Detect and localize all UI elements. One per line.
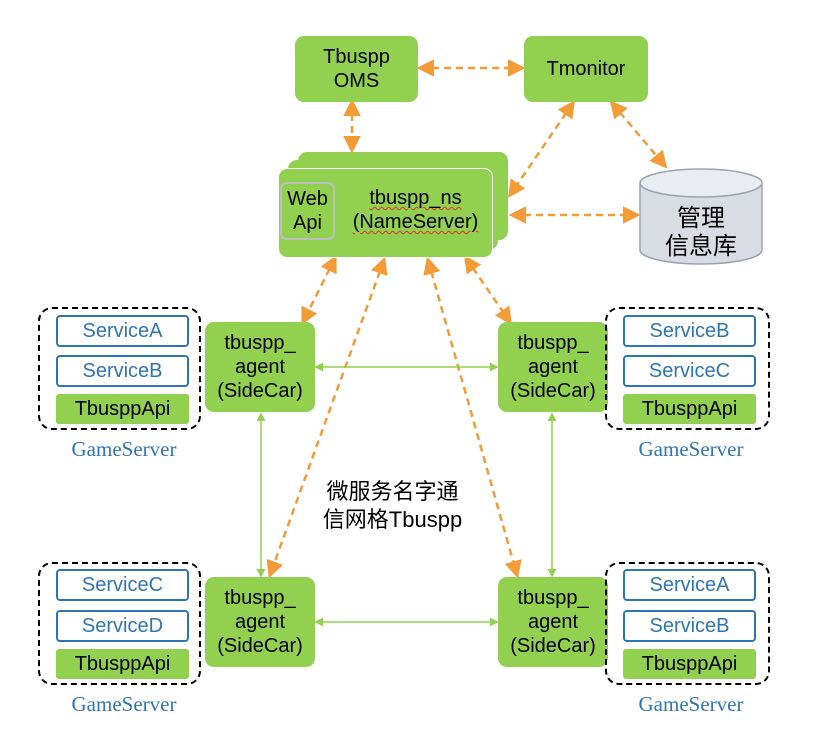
gameserver-label: GameServer: [638, 692, 744, 716]
nameserver-line1: tbuspp_ns: [369, 187, 462, 209]
agent-node-bottom-left: tbuspp_ agent (SideCar): [205, 577, 315, 667]
nameserver-line2: (NameServer): [352, 211, 479, 233]
agent-line2: agent: [527, 356, 579, 378]
database-cylinder-icon: [639, 168, 763, 265]
gameserver-group-bottom-left: [38, 562, 201, 685]
service-box: ServiceA: [623, 569, 756, 601]
service-box: ServiceA: [56, 315, 189, 347]
tbuspp-api-box: TbusppApi: [56, 649, 189, 679]
service-box: ServiceC: [623, 355, 756, 387]
gameserver-group-top-left: [38, 307, 201, 430]
database-line2: 信息库: [665, 233, 737, 260]
database-label: 管理 信息库: [640, 205, 762, 261]
service-box: ServiceB: [623, 610, 756, 642]
tbuspp-api-box: TbusppApi: [623, 394, 756, 424]
webapi-line2: Api: [293, 212, 322, 234]
tmonitor-label: Tmonitor: [546, 58, 626, 80]
service-box: ServiceB: [56, 355, 189, 387]
webapi-line1: Web: [287, 188, 328, 210]
agent-line1: tbuspp_: [224, 332, 296, 354]
database-line1: 管理: [677, 205, 725, 232]
nameserver-label: tbuspp_ns (NameServer): [338, 186, 493, 234]
agent-node-bottom-right: tbuspp_ agent (SideCar): [498, 577, 608, 667]
agent-node-top-left: tbuspp_ agent (SideCar): [205, 322, 315, 412]
agent-line2: agent: [234, 611, 286, 633]
mesh-caption-line1: 微服务名字通: [326, 479, 459, 504]
link-tmonitor-nameserver: [508, 100, 575, 198]
agent-line3: (SideCar): [510, 380, 596, 402]
agent-line3: (SideCar): [217, 635, 303, 657]
gameserver-label: GameServer: [71, 437, 177, 461]
agent-line1: tbuspp_: [517, 332, 589, 354]
link-ns-agent-tl: [301, 254, 337, 326]
gameserver-group-top-right: [605, 307, 770, 430]
link-tmonitor-database: [609, 100, 668, 169]
agent-line1: tbuspp_: [224, 587, 296, 609]
agent-line3: (SideCar): [217, 380, 303, 402]
gameserver-group-bottom-right: [605, 562, 770, 685]
tbuspp-api-box: TbusppApi: [623, 649, 756, 679]
gameserver-label: GameServer: [71, 692, 177, 716]
oms-line2: OMS: [333, 70, 380, 92]
mesh-caption: 微服务名字通 信网格Tbuspp: [290, 478, 495, 534]
webapi-box: Web Api: [280, 182, 335, 240]
agent-line2: agent: [234, 356, 286, 378]
link-ns-agent-br: [423, 256, 522, 579]
service-box: ServiceB: [623, 315, 756, 347]
agent-line1: tbuspp_: [517, 587, 589, 609]
tbuspp-api-box: TbusppApi: [56, 394, 189, 424]
agent-node-top-right: tbuspp_ agent (SideCar): [498, 322, 608, 412]
agent-line2: agent: [527, 611, 579, 633]
gameserver-label: GameServer: [638, 437, 744, 461]
service-box: ServiceC: [56, 569, 189, 601]
mesh-caption-line2: 信网格Tbuspp: [322, 507, 463, 532]
oms-line1: Tbuspp: [323, 46, 390, 68]
agent-line3: (SideCar): [510, 635, 596, 657]
service-box: ServiceD: [56, 610, 189, 642]
oms-node: Tbuspp OMS: [295, 36, 418, 102]
link-ns-agent-tr: [464, 255, 512, 325]
tmonitor-node: Tmonitor: [524, 36, 648, 102]
link-ns-agent-bl: [266, 256, 388, 579]
